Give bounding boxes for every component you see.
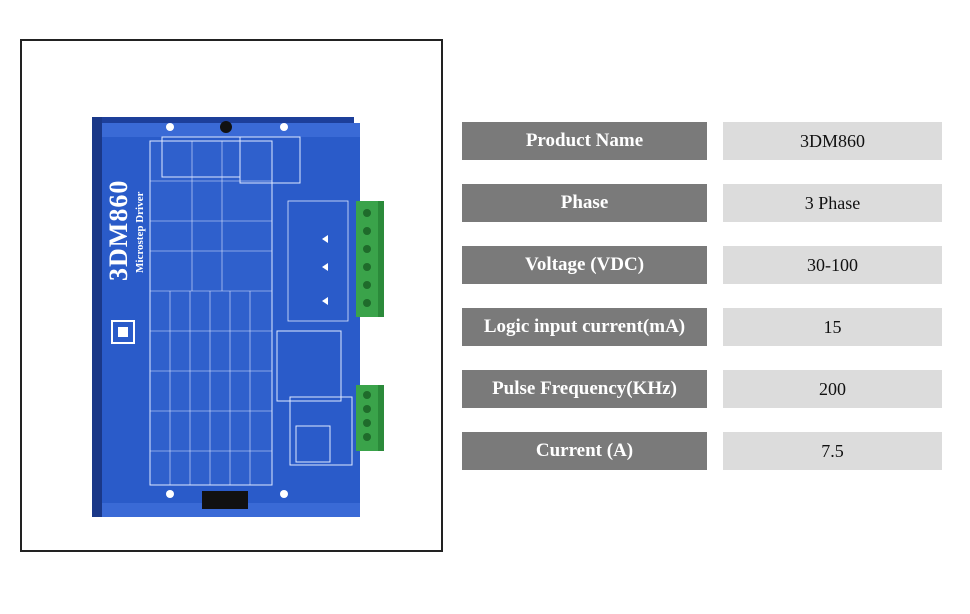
spec-label: Product Name [462, 122, 707, 160]
terminal-block-power [356, 385, 384, 451]
spec-row-logic-current: Logic input current(mA) 15 [462, 308, 942, 346]
dip-switch-box [239, 136, 301, 184]
mount-hole [166, 123, 174, 131]
driver-bottom-lip [98, 503, 360, 517]
signal-box [287, 200, 349, 322]
spec-value: 3DM860 [723, 122, 942, 160]
terminal-block-signal [356, 201, 384, 317]
spec-label: Logic input current(mA) [462, 308, 707, 346]
spec-value: 200 [723, 370, 942, 408]
spec-row-pulse-frequency: Pulse Frequency(KHz) 200 [462, 370, 942, 408]
jmc-logo-icon [111, 320, 135, 344]
spec-label: Voltage (VDC) [462, 246, 707, 284]
driver-model-label: 3DM860 [104, 179, 133, 281]
spec-value: 3 Phase [723, 184, 942, 222]
parameter-table-grid [150, 141, 272, 485]
bottom-vent [202, 491, 248, 509]
spec-label: Phase [462, 184, 707, 222]
mount-hole [280, 123, 288, 131]
product-photo-frame: 3DM860 Microstep Driver [20, 39, 443, 552]
spec-row-phase: Phase 3 Phase [462, 184, 942, 222]
mount-hole [280, 490, 288, 498]
resolution-setting-box [276, 330, 342, 402]
spec-value: 30-100 [723, 246, 942, 284]
spec-row-product-name: Product Name 3DM860 [462, 122, 942, 160]
optocoupler-icons [322, 235, 328, 305]
spec-value: 7.5 [723, 432, 942, 470]
power-box [289, 396, 353, 466]
parameter-table [149, 140, 273, 486]
driver-subtitle-label: Microstep Driver [134, 191, 146, 273]
spec-row-current: Current (A) 7.5 [462, 432, 942, 470]
spec-label: Current (A) [462, 432, 707, 470]
mount-hole [166, 490, 174, 498]
top-screw [220, 121, 232, 133]
driver-side-rail [92, 117, 102, 517]
spec-row-voltage: Voltage (VDC) 30-100 [462, 246, 942, 284]
spec-label: Pulse Frequency(KHz) [462, 370, 707, 408]
stepper-driver-image [92, 117, 384, 517]
motor-uvw-box [295, 425, 331, 463]
spec-value: 15 [723, 308, 942, 346]
